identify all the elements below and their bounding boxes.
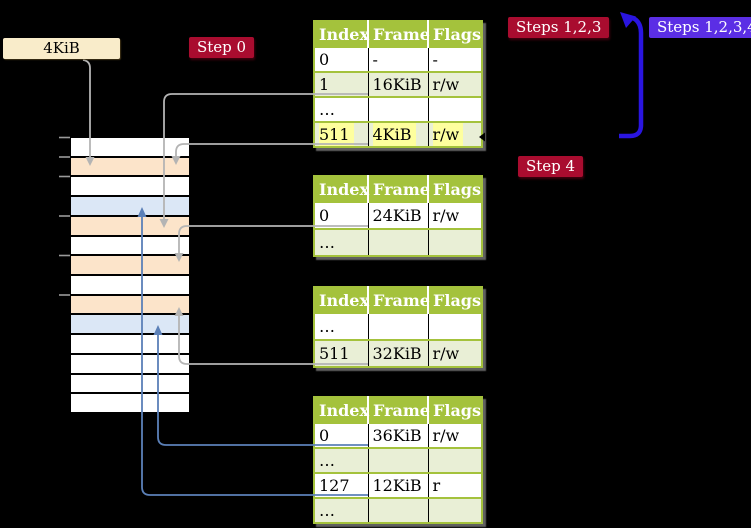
memory-frame-row-9 xyxy=(71,313,189,334)
memory-frame-row-12 xyxy=(71,372,189,393)
column-header-frame: Frame xyxy=(367,287,430,313)
frame-cell xyxy=(367,497,428,523)
index-cell: 1 xyxy=(314,71,368,97)
memory-frame-row-7 xyxy=(71,274,189,294)
step0-label: Step 0 xyxy=(189,37,255,58)
index-cell: 511 xyxy=(314,339,368,367)
column-header-flags: Flags xyxy=(427,397,482,423)
column-header-index: Index xyxy=(314,397,369,423)
flags-cell xyxy=(427,447,482,473)
column-header-flags: Flags xyxy=(427,287,482,313)
column-header-frame: Frame xyxy=(367,397,430,423)
steps1234-label: Steps 1,2,3,4 xyxy=(649,17,751,38)
recursive-loop-arrow xyxy=(619,12,644,139)
table-row: 511 4KiB r/w xyxy=(314,121,482,147)
flags-cell xyxy=(427,96,482,122)
memory-frame-row-10 xyxy=(71,333,189,353)
index-cell: 511 xyxy=(314,121,368,147)
index-cell: 0 xyxy=(314,46,368,72)
flags-cell: r/w xyxy=(427,422,482,448)
column-header-index: Index xyxy=(314,176,369,202)
column-header-index: Index xyxy=(314,287,369,313)
frame-cell xyxy=(367,312,428,340)
index-cell: 127 xyxy=(314,472,368,498)
index-cell: … xyxy=(314,447,368,473)
flags-cell xyxy=(427,312,482,340)
memory-frame-row-3 xyxy=(71,195,189,215)
highlighted-value: r/w xyxy=(432,125,460,144)
column-header-frame: Frame xyxy=(367,176,430,202)
flags-cell xyxy=(427,497,482,523)
flags-cell xyxy=(427,228,482,256)
physical-memory-strip xyxy=(70,137,190,413)
step4-label: Step 4 xyxy=(518,156,584,177)
frame-cell xyxy=(367,96,428,122)
index-cell: 0 xyxy=(314,422,368,448)
index-cell: 0 xyxy=(314,201,368,229)
table-row: … xyxy=(314,228,482,256)
frame-4kib-label: 4KiB xyxy=(3,38,120,59)
flags-cell: - xyxy=(427,46,482,72)
index-cell: … xyxy=(314,312,368,340)
memory-frame-row-2 xyxy=(71,175,189,196)
frame-cell: 12KiB xyxy=(367,472,428,498)
steps123-label: Steps 1,2,3 xyxy=(508,17,610,38)
frame-cell: 24KiB xyxy=(367,201,428,229)
highlighted-value: 4KiB xyxy=(372,125,412,144)
frame-cell: 16KiB xyxy=(367,71,428,97)
frame-cell: 36KiB xyxy=(367,422,428,448)
memory-tick-marks xyxy=(59,136,70,296)
memory-frame-row-8 xyxy=(71,293,189,314)
table-row: … xyxy=(314,312,482,340)
memory-frame-row-13 xyxy=(71,392,189,413)
flags-cell: r/w xyxy=(427,121,482,147)
flags-cell: r/w xyxy=(427,339,482,367)
frame-cell: - xyxy=(367,46,428,72)
column-header-index: Index xyxy=(314,21,369,47)
table-row: … xyxy=(314,447,482,473)
frame-cell: 4KiB xyxy=(367,121,428,147)
highlighted-value: 511 xyxy=(319,125,350,144)
frame-cell xyxy=(367,447,428,473)
table-row: 0-- xyxy=(314,46,482,72)
memory-frame-row-1 xyxy=(71,155,189,176)
flags-cell: r/w xyxy=(427,201,482,229)
index-cell: … xyxy=(314,96,368,122)
memory-frame-row-0 xyxy=(71,138,189,156)
column-header-frame: Frame xyxy=(367,21,430,47)
table-row: … xyxy=(314,497,482,523)
memory-frame-row-6 xyxy=(71,254,189,275)
memory-frame-row-4 xyxy=(71,214,189,235)
frame-cell: 32KiB xyxy=(367,339,428,367)
memory-frame-row-5 xyxy=(71,234,189,255)
column-header-flags: Flags xyxy=(427,176,482,202)
index-cell: … xyxy=(314,228,368,256)
frame-cell xyxy=(367,228,428,256)
flags-cell: r xyxy=(427,472,482,498)
memory-frame-row-11 xyxy=(71,352,189,373)
flags-cell: r/w xyxy=(427,71,482,97)
column-header-flags: Flags xyxy=(427,21,482,47)
index-cell: … xyxy=(314,497,368,523)
table-row: … xyxy=(314,96,482,122)
